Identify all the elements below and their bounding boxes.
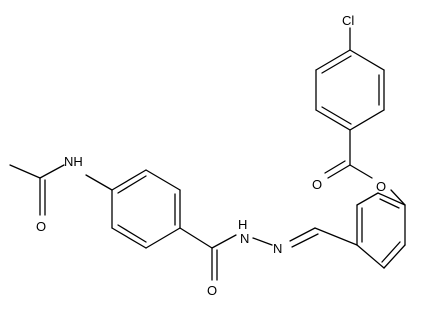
bond — [379, 198, 400, 209]
bond — [321, 55, 352, 74]
bond — [252, 237, 273, 246]
bond — [211, 234, 237, 249]
atom-labels: Cl O O NH O H N N O — [36, 13, 386, 298]
bond — [349, 109, 385, 131]
bond — [111, 227, 147, 249]
bond — [356, 192, 379, 206]
bond — [9, 164, 41, 179]
bond — [356, 244, 385, 269]
bond — [145, 169, 181, 191]
hydrazone-n-label: N — [273, 241, 282, 256]
bond — [377, 192, 406, 206]
hydrazide-carbonyl-oxygen-label: O — [207, 283, 217, 298]
ester-carbonyl-oxygen-label: O — [312, 177, 322, 192]
bond — [289, 227, 316, 242]
bond — [324, 160, 346, 174]
bond — [349, 49, 385, 71]
bond — [381, 241, 401, 263]
hydrazide-n-label: N — [240, 231, 249, 246]
bond — [314, 227, 358, 246]
bond — [111, 169, 147, 191]
bonds — [9, 27, 406, 281]
acetamide-nh-label: NH — [64, 154, 83, 169]
bond — [321, 106, 352, 125]
bond — [179, 227, 213, 249]
acetamide-oxygen-label: O — [36, 219, 46, 234]
bond — [315, 109, 351, 131]
bond — [349, 164, 373, 179]
bond — [117, 175, 147, 194]
ester-oxygen-label: O — [376, 179, 386, 194]
bond — [145, 227, 181, 249]
bond — [85, 174, 113, 191]
bond — [39, 164, 65, 179]
bond — [327, 164, 351, 179]
bond — [383, 244, 406, 269]
bond — [390, 189, 406, 206]
bond — [117, 224, 147, 243]
bond — [291, 233, 319, 248]
hydrazide-h-label: H — [238, 217, 247, 232]
chlorine-label: Cl — [342, 13, 354, 28]
bond — [315, 49, 351, 71]
